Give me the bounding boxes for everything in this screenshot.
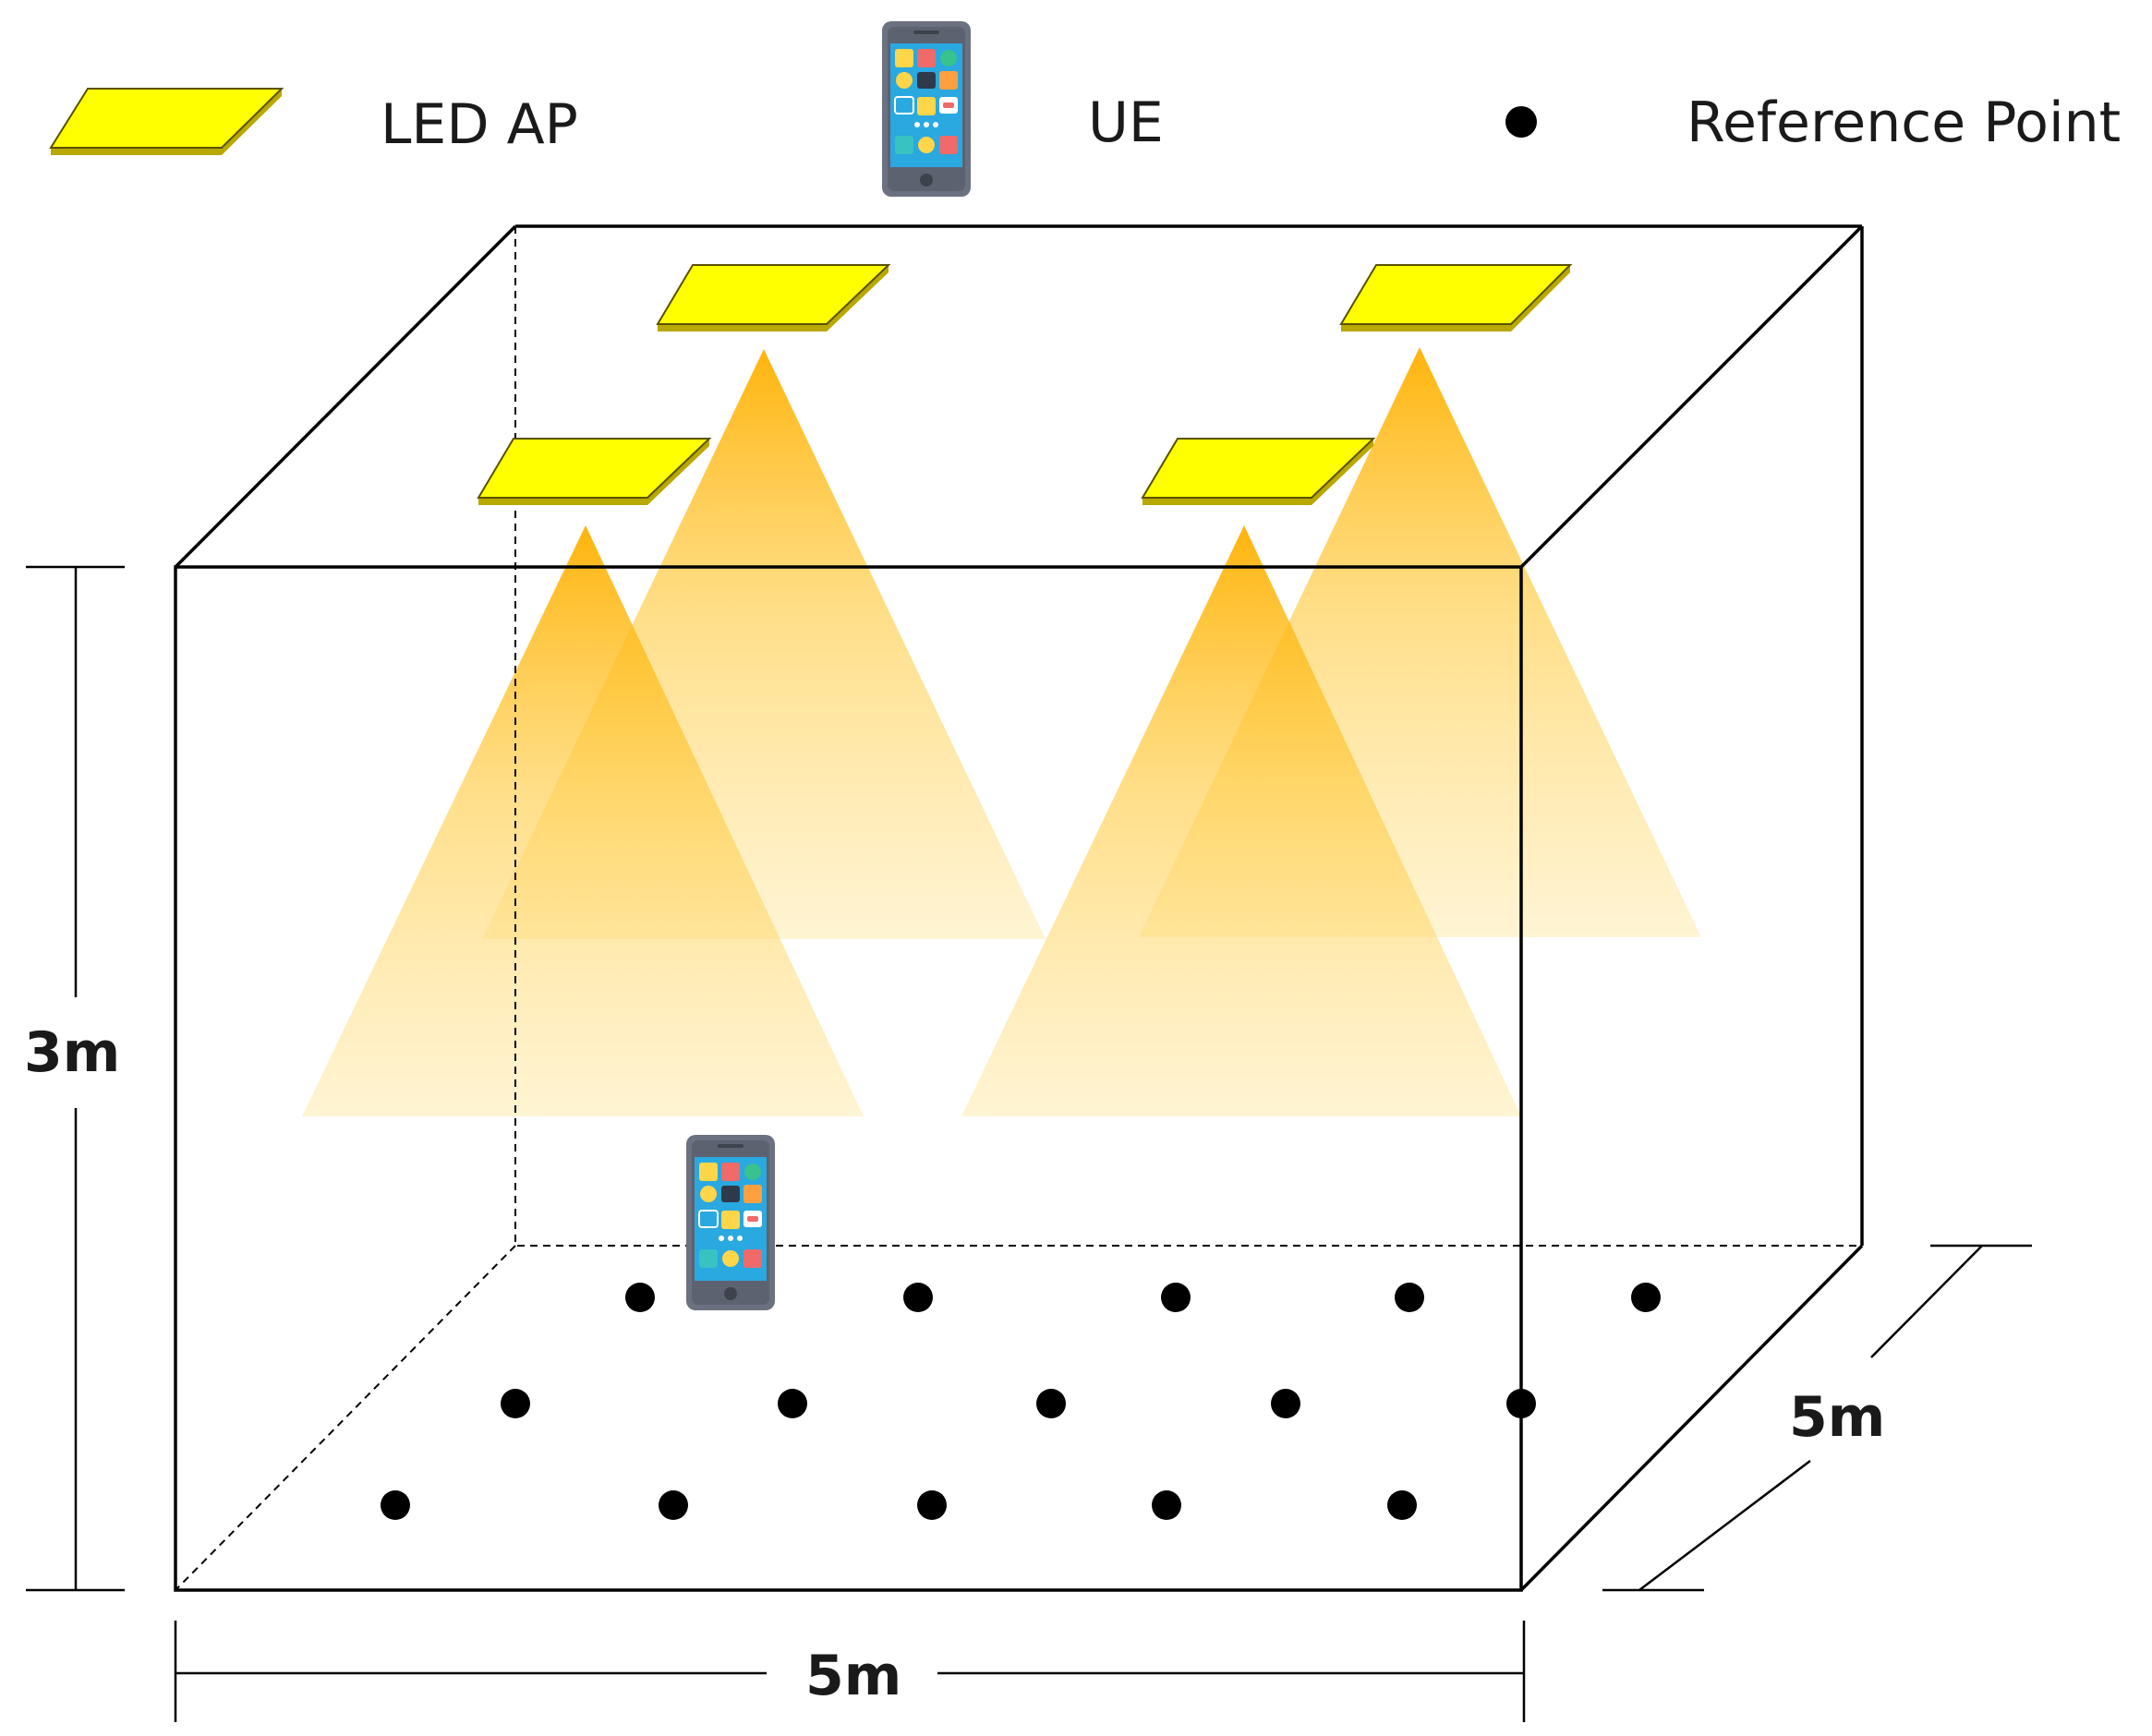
legend-reference-label: Reference Point — [1687, 90, 2121, 155]
reference-point — [903, 1283, 933, 1312]
reference-point — [1387, 1490, 1417, 1520]
light-cones — [302, 347, 1701, 1116]
legend: LED AP UE Reference Point — [49, 20, 2121, 198]
room-box — [174, 224, 1864, 1592]
led-panel-icon — [49, 88, 284, 155]
reference-point — [1271, 1389, 1300, 1418]
depth-label: 5m — [1789, 1385, 1885, 1450]
depth-dimension — [1602, 1244, 2032, 1592]
reference-point — [501, 1389, 530, 1418]
reference-point — [1395, 1283, 1424, 1312]
dot-icon — [1505, 106, 1537, 138]
light-cone — [961, 525, 1521, 1116]
width-label: 5m — [805, 1644, 901, 1708]
led-panel-icon — [1141, 438, 1376, 505]
reference-point — [381, 1490, 410, 1520]
reference-point — [917, 1490, 947, 1520]
bottom-right-edge — [1519, 1244, 1864, 1592]
led-panels — [477, 264, 1573, 505]
reference-point — [659, 1490, 688, 1520]
height-dimension — [26, 565, 125, 1592]
top-edge-right — [1519, 224, 1864, 569]
front-face — [174, 565, 1523, 1592]
top-edge-left — [174, 224, 517, 569]
reference-point — [778, 1389, 807, 1418]
reference-point — [1631, 1283, 1661, 1312]
height-label: 3m — [24, 1020, 120, 1085]
legend-led-label: LED AP — [381, 92, 578, 157]
led-panel-icon — [477, 438, 712, 505]
reference-point — [1506, 1389, 1536, 1418]
width-dimension — [174, 1621, 1526, 1722]
floor-depth-edge — [175, 1245, 516, 1591]
reference-point — [625, 1283, 655, 1312]
reference-point — [1161, 1283, 1191, 1312]
legend-ue-label: UE — [1088, 90, 1164, 155]
reference-point — [1152, 1490, 1181, 1520]
smartphone-icon — [685, 1134, 776, 1311]
led-panel-icon — [656, 264, 891, 332]
smartphone-icon — [881, 20, 972, 198]
reference-point — [1036, 1389, 1066, 1418]
reference-points — [381, 1283, 1661, 1520]
light-cone — [302, 525, 864, 1116]
led-panel-icon — [1339, 264, 1573, 332]
